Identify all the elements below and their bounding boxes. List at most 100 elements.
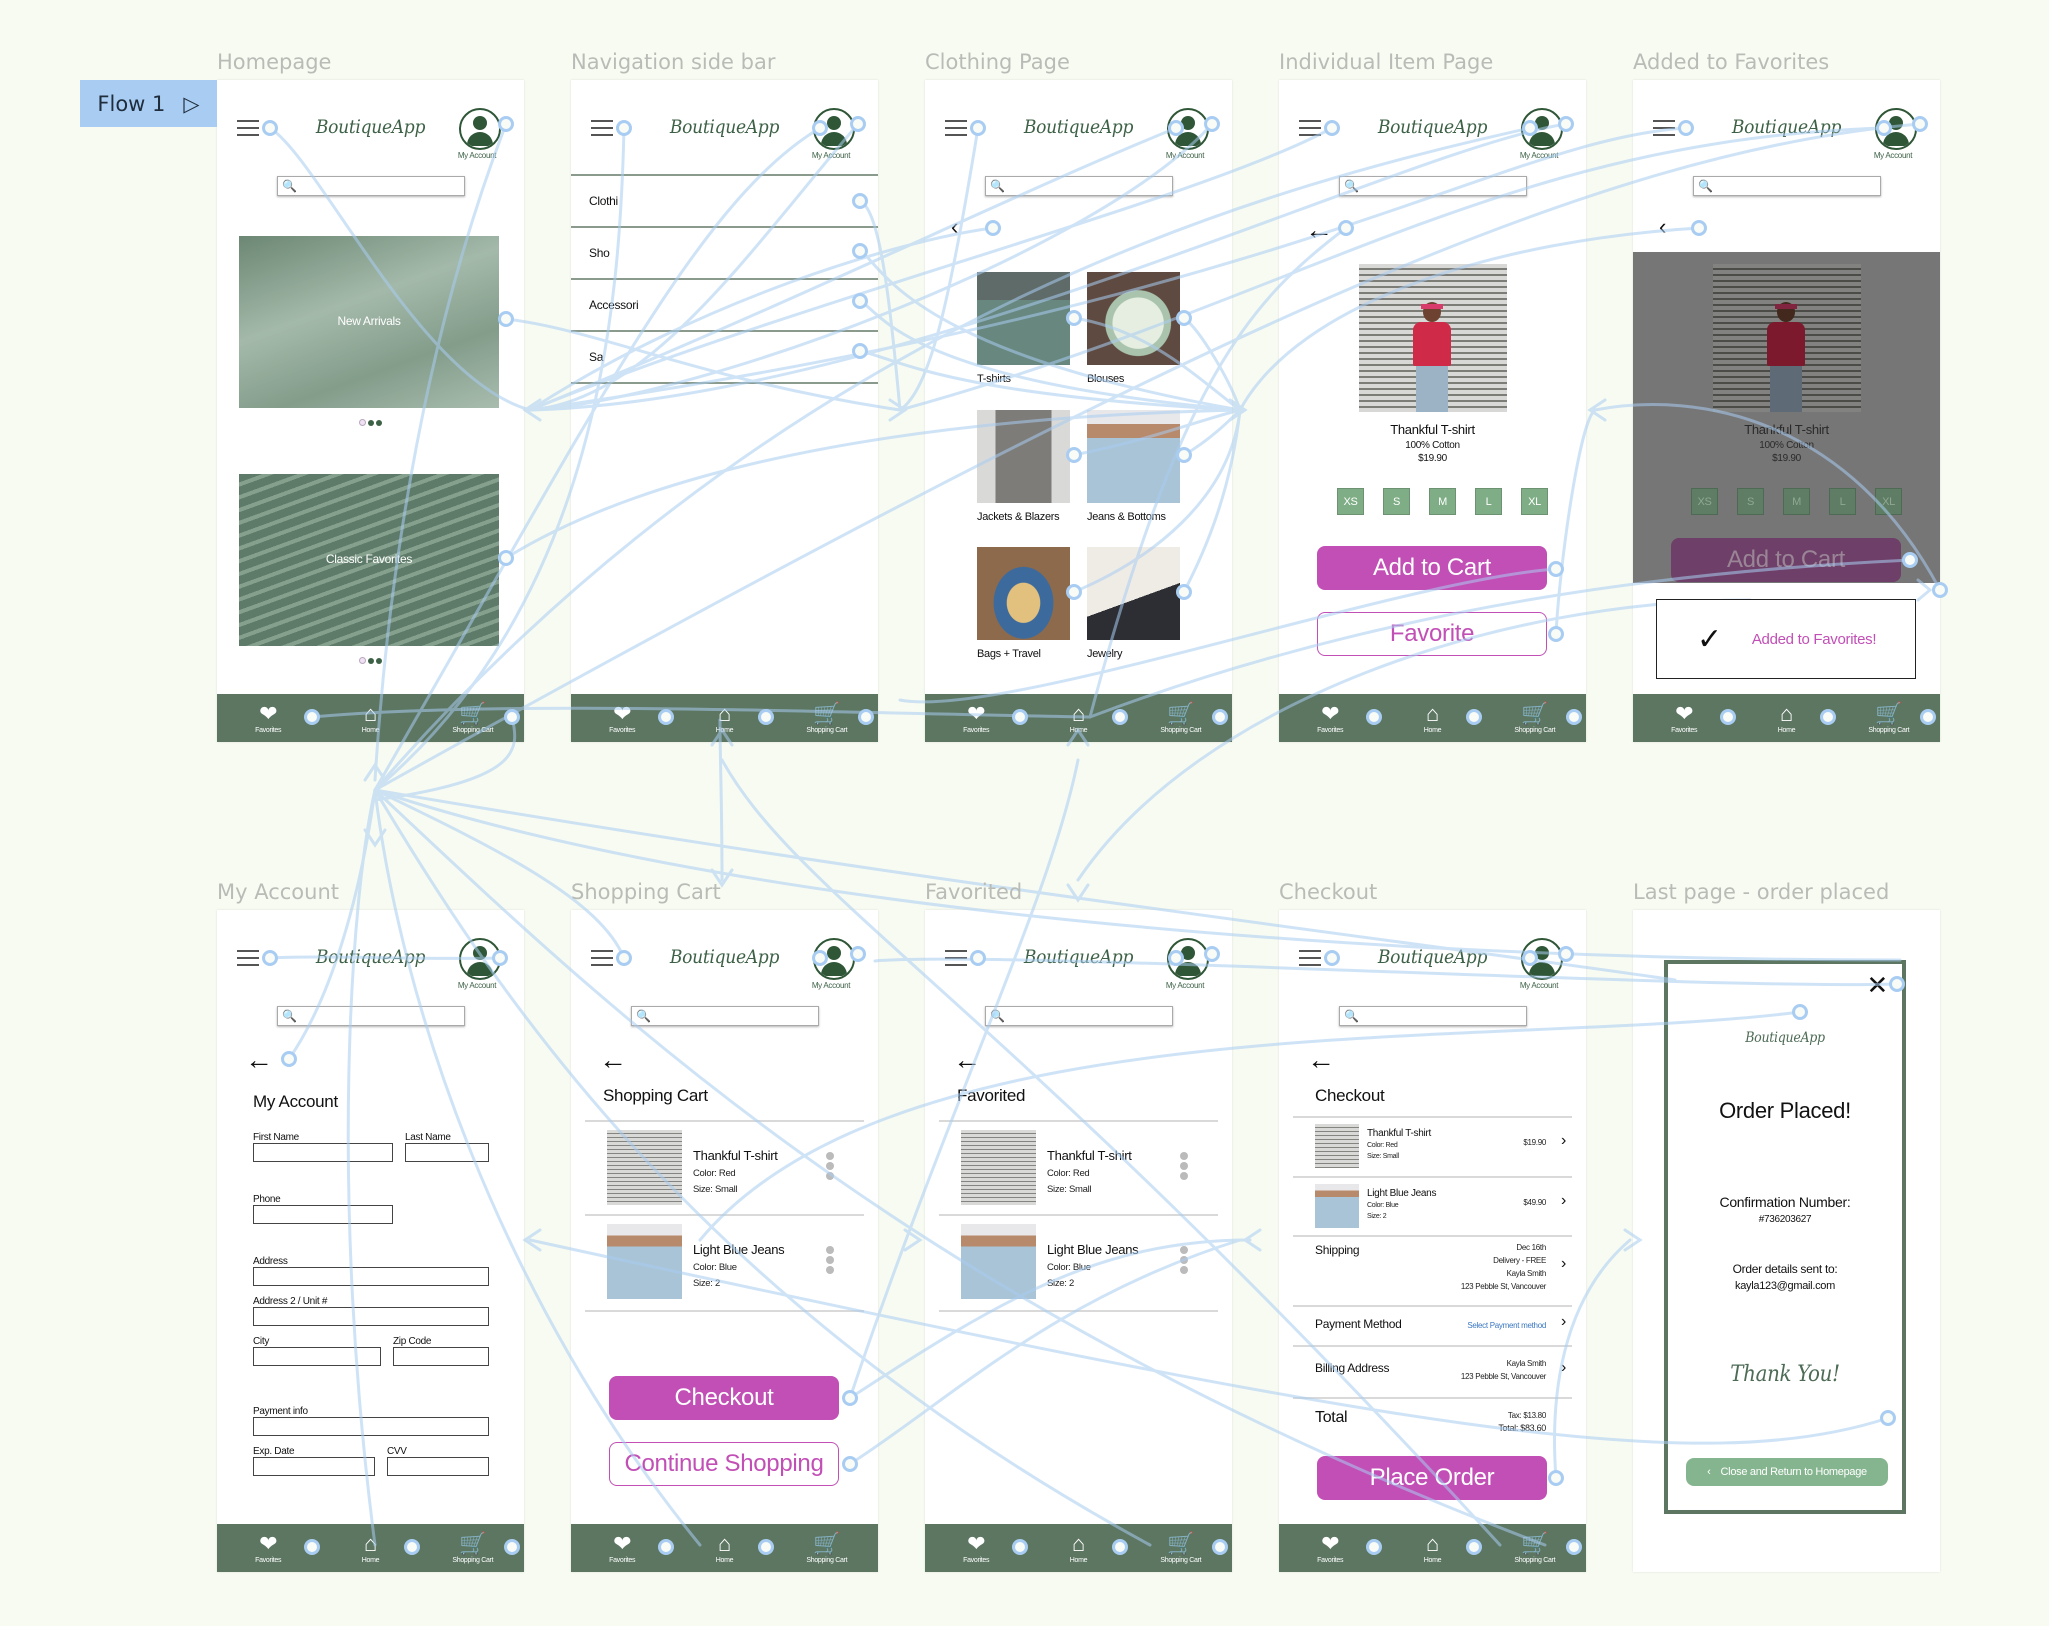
app-logo[interactable]: BoutiqueApp <box>1745 1030 1825 1046</box>
hamburger-menu-icon[interactable] <box>237 950 259 966</box>
hotspot-nav-home[interactable] <box>1820 709 1836 725</box>
chevron-right-icon[interactable]: › <box>1560 1132 1566 1149</box>
hotspot-nav-cart[interactable] <box>1212 709 1228 725</box>
hotspot-hamburger[interactable] <box>616 950 632 966</box>
hotspot-nav-favorites[interactable] <box>1012 709 1028 725</box>
hotspot-account[interactable] <box>498 116 514 132</box>
more-options-icon[interactable] <box>826 1152 834 1182</box>
hotspot-back[interactable] <box>1338 220 1354 236</box>
side-nav-item-accessories[interactable]: Accessori <box>571 278 878 330</box>
hotspot-back[interactable] <box>1691 220 1707 236</box>
side-nav-item-shoes[interactable]: Sho <box>571 226 878 278</box>
phone-field[interactable]: Phone <box>253 1194 393 1224</box>
nav-favorites[interactable]: ❤Favorites <box>228 1532 308 1565</box>
nav-favorites[interactable]: ❤Favorites <box>936 702 1016 735</box>
hotspot-hamburger[interactable] <box>262 950 278 966</box>
nav-home[interactable]: ⌂Home <box>330 1532 410 1565</box>
hotspot-logo[interactable] <box>1522 120 1538 136</box>
category-tshirts[interactable]: T-shirts <box>977 272 1070 385</box>
hotspot-nav-favorites[interactable] <box>304 709 320 725</box>
nav-favorites[interactable]: ❤Favorites <box>1290 1532 1370 1565</box>
nav-favorites[interactable]: ❤Favorites <box>1644 702 1724 735</box>
flow-start-badge[interactable]: Flow 1 ▷ <box>80 80 217 127</box>
nav-cart[interactable]: 🛒Shopping Cart <box>1495 702 1575 735</box>
payment-info-field[interactable]: Payment info <box>253 1406 489 1436</box>
nav-favorites[interactable]: ❤Favorites <box>582 702 662 735</box>
more-options-icon[interactable] <box>1180 1152 1188 1182</box>
hotspot-hamburger[interactable] <box>970 120 986 136</box>
hotspot-side-nav-shoes[interactable] <box>852 243 868 259</box>
billing-address-row[interactable]: Billing Address Kayla Smith 123 Pebble S… <box>1293 1345 1572 1397</box>
hotspot-nav-home[interactable] <box>1466 1539 1482 1555</box>
hotspot-nav-cart[interactable] <box>1212 1539 1228 1555</box>
chevron-right-icon[interactable]: › <box>1560 1313 1566 1330</box>
hotspot-account[interactable] <box>1912 116 1928 132</box>
nav-home[interactable]: ⌂Home <box>1392 1532 1472 1565</box>
hotspot-account[interactable] <box>1204 116 1220 132</box>
nav-cart[interactable]: 🛒Shopping Cart <box>1495 1532 1575 1565</box>
nav-home[interactable]: ⌂Home <box>684 1532 764 1565</box>
search-input[interactable]: 🔍 <box>631 1006 819 1026</box>
hotspot-side-nav-accessories[interactable] <box>852 293 868 309</box>
chevron-right-icon[interactable]: › <box>1560 1359 1566 1376</box>
nav-favorites[interactable]: ❤Favorites <box>1290 702 1370 735</box>
hotspot-account[interactable] <box>850 116 866 132</box>
search-input[interactable]: 🔍 <box>1339 1006 1527 1026</box>
nav-home[interactable]: ⌂Home <box>330 702 410 735</box>
search-input[interactable]: 🔍 <box>985 176 1173 196</box>
nav-home[interactable]: ⌂Home <box>1038 1532 1118 1565</box>
place-order-button[interactable]: Place Order <box>1317 1456 1547 1500</box>
carousel-dots[interactable] <box>217 656 524 666</box>
hotspot-logo[interactable] <box>492 950 508 966</box>
size-option-s[interactable]: S <box>1383 488 1410 515</box>
back-arrow-icon[interactable]: ← <box>599 1044 627 1075</box>
category-jackets[interactable]: Jackets & Blazers <box>977 410 1070 523</box>
hotspot-bags[interactable] <box>1066 584 1082 600</box>
hotspot-return-home[interactable] <box>1880 1410 1896 1426</box>
size-option-l[interactable]: L <box>1475 488 1502 515</box>
checkout-item[interactable]: Light Blue Jeans Color: Blue Size: 2 $49… <box>1293 1176 1572 1236</box>
hotspot-logo[interactable] <box>1792 1004 1808 1020</box>
hotspot-new-arrivals[interactable] <box>498 311 514 327</box>
nav-cart[interactable]: 🛒Shopping Cart <box>1141 1532 1221 1565</box>
search-input[interactable]: 🔍 <box>1339 176 1527 196</box>
cvv-field[interactable]: CVV <box>387 1446 489 1476</box>
size-option-xs[interactable]: XS <box>1337 488 1364 515</box>
hotspot-favorite[interactable] <box>1548 626 1564 642</box>
hotspot-side-nav-sale[interactable] <box>852 343 868 359</box>
continue-shopping-button[interactable]: Continue Shopping <box>609 1442 839 1486</box>
favorite-button[interactable]: Favorite <box>1317 612 1547 656</box>
banner-classic-favorites[interactable]: Classic Favorites <box>239 474 499 646</box>
search-input[interactable]: 🔍 <box>277 176 465 196</box>
hotspot-hamburger[interactable] <box>616 120 632 136</box>
hotspot-nav-cart[interactable] <box>1566 709 1582 725</box>
hotspot-nav-cart[interactable] <box>1920 709 1936 725</box>
hotspot-nav-home[interactable] <box>1112 709 1128 725</box>
favorite-item[interactable]: Light Blue Jeans Color: Blue Size: 2 <box>939 1214 1218 1312</box>
hotspot-classic-favorites[interactable] <box>498 550 514 566</box>
side-nav-item-clothing[interactable]: Clothi <box>571 174 878 226</box>
category-jewelry[interactable]: Jewelry <box>1087 547 1180 660</box>
chevron-right-icon[interactable]: › <box>1560 1192 1566 1209</box>
nav-cart[interactable]: 🛒Shopping Cart <box>433 1532 513 1565</box>
hotspot-logo[interactable] <box>812 120 828 136</box>
hotspot-nav-home[interactable] <box>1466 709 1482 725</box>
hotspot-overlay-dismiss[interactable] <box>1932 582 1948 598</box>
nav-cart[interactable]: 🛒Shopping Cart <box>787 1532 867 1565</box>
cart-item[interactable]: Light Blue Jeans Color: Blue Size: 2 <box>585 1214 864 1312</box>
address2-field[interactable]: Address 2 / Unit # <box>253 1296 489 1326</box>
search-input[interactable]: 🔍 <box>985 1006 1173 1026</box>
hotspot-nav-favorites[interactable] <box>304 1539 320 1555</box>
back-arrow-icon[interactable]: ← <box>245 1044 273 1075</box>
hotspot-nav-cart[interactable] <box>504 1539 520 1555</box>
hotspot-logo[interactable] <box>1168 950 1184 966</box>
hotspot-account[interactable] <box>1204 946 1220 962</box>
hotspot-nav-favorites[interactable] <box>658 1539 674 1555</box>
hotspot-place-order[interactable] <box>1548 1470 1564 1486</box>
hotspot-logo[interactable] <box>1876 120 1892 136</box>
nav-favorites[interactable]: ❤Favorites <box>228 702 308 735</box>
hotspot-jewelry[interactable] <box>1176 584 1192 600</box>
return-to-homepage-button[interactable]: ‹ Close and Return to Homepage <box>1686 1458 1888 1486</box>
close-icon[interactable]: ✕ <box>1866 970 1889 1000</box>
hotspot-hamburger[interactable] <box>1324 120 1340 136</box>
